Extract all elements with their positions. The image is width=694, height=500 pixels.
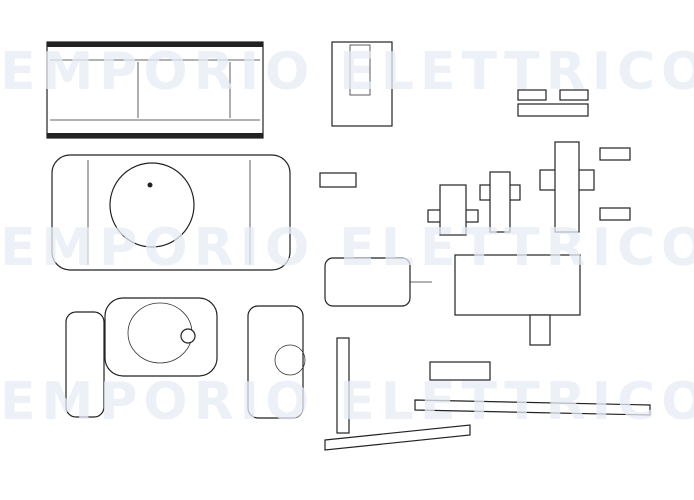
motor	[324, 257, 432, 307]
side-covers	[65, 297, 306, 419]
mounting-plate	[46, 41, 264, 139]
label-plate	[319, 172, 357, 188]
housing-cover	[51, 154, 291, 271]
gearbox	[454, 254, 581, 346]
arm-assembly	[324, 337, 651, 451]
gear-set	[427, 89, 631, 236]
control-board	[331, 41, 393, 127]
